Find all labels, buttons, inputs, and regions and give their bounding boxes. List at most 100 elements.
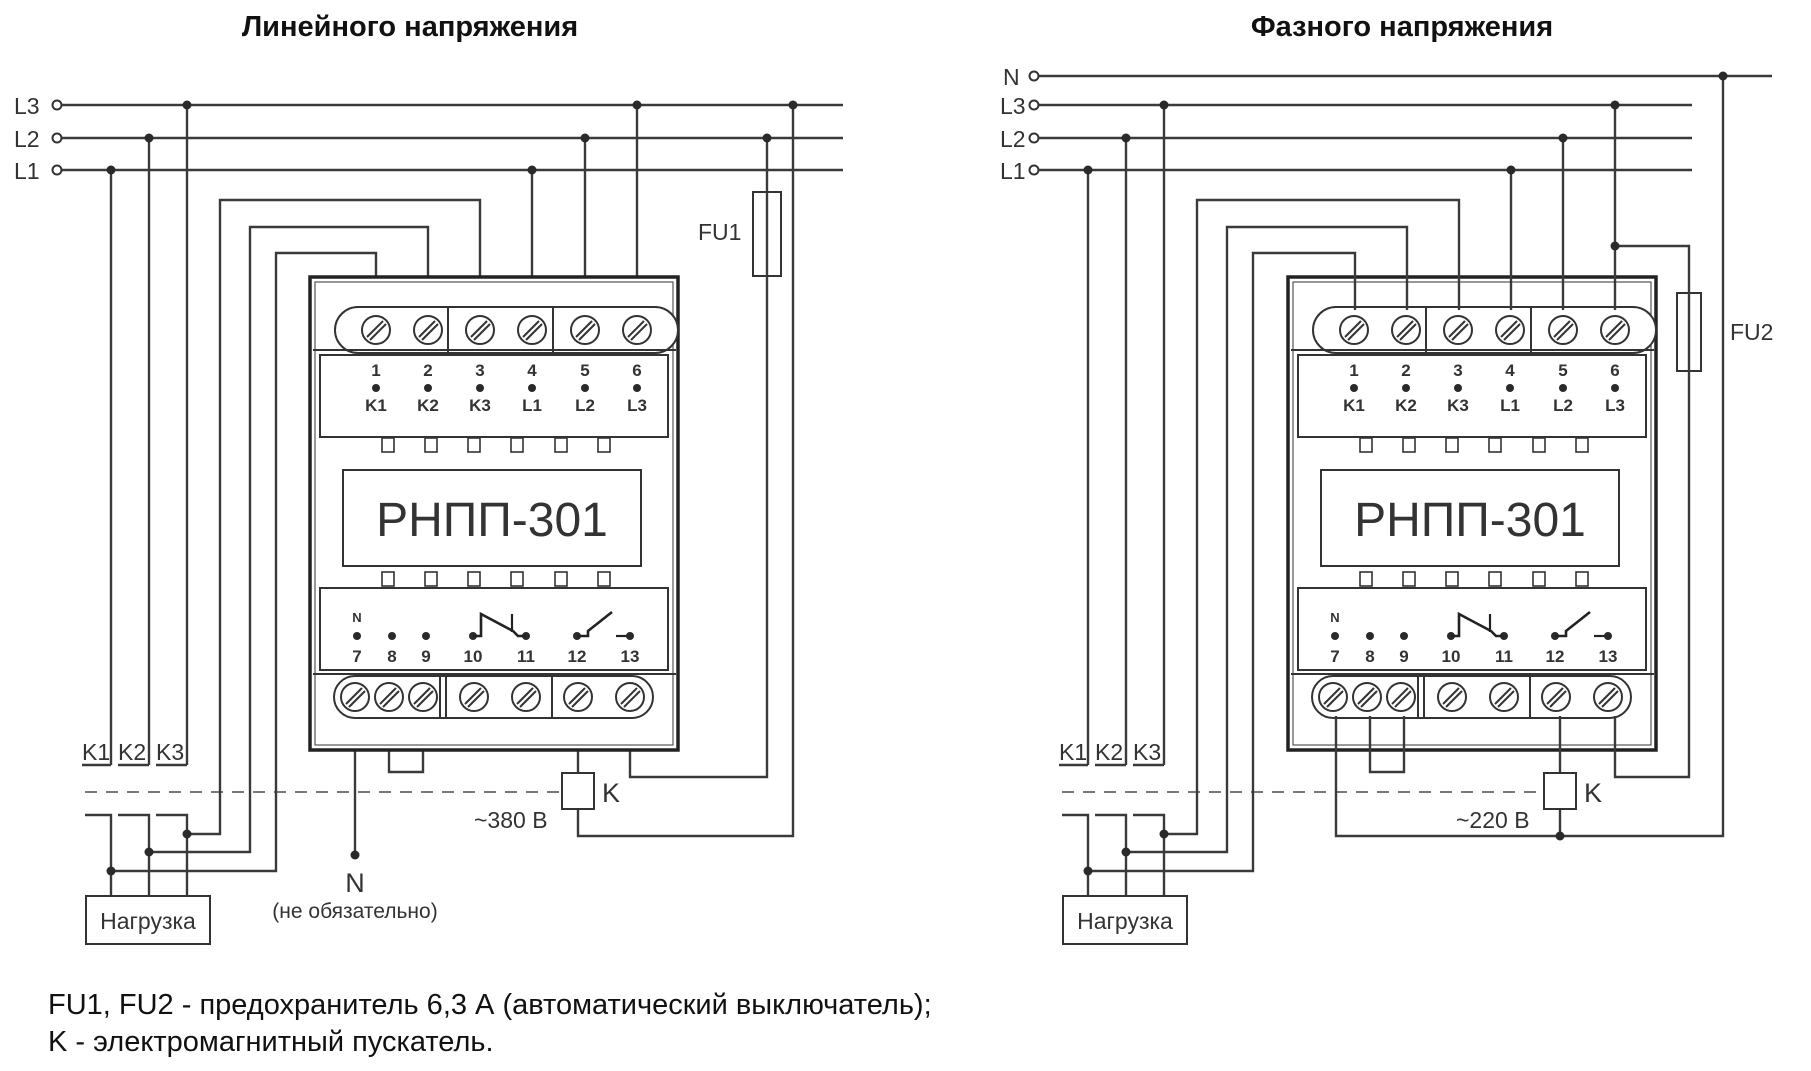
coil-voltage: ~220 В xyxy=(1456,807,1530,833)
terminal-screw-icon[interactable] xyxy=(511,682,541,712)
junction-node xyxy=(144,133,154,143)
terminal-screw-icon[interactable] xyxy=(1318,682,1348,712)
device-name: РНПП-301 xyxy=(1354,494,1586,547)
coil-k xyxy=(561,772,595,810)
bus-terminal-l2 xyxy=(1028,132,1040,144)
bus-terminal-l3 xyxy=(1028,99,1040,111)
terminal-dot xyxy=(581,384,589,392)
neutral-label: N xyxy=(345,868,365,898)
latch-tab xyxy=(1359,437,1373,453)
bus-terminal-l1 xyxy=(1028,164,1040,176)
terminal-screw-icon[interactable] xyxy=(465,315,495,345)
terminal-screw-icon[interactable] xyxy=(1352,682,1382,712)
terminal-dot xyxy=(422,632,430,640)
terminal-dot xyxy=(1611,384,1619,392)
terminal-label: L3 xyxy=(1605,396,1625,415)
terminal-screw-icon[interactable] xyxy=(340,682,370,712)
terminal-number: 6 xyxy=(1610,361,1619,380)
load-label: Нагрузка xyxy=(1077,908,1173,934)
terminal-number: 1 xyxy=(371,361,380,380)
terminal-screw-icon[interactable] xyxy=(1391,315,1421,345)
terminal-screw-icon[interactable] xyxy=(1541,682,1571,712)
terminal-screw-icon[interactable] xyxy=(1339,315,1369,345)
terminal-screw-icon[interactable] xyxy=(1593,682,1623,712)
terminal-screw-icon[interactable] xyxy=(1443,315,1473,345)
wire-neutral xyxy=(1334,76,1725,838)
terminal-label: L3 xyxy=(627,396,647,415)
coil-label: K xyxy=(602,778,620,808)
note-fuse: FU1, FU2 - предохранитель 6,3 А (автомат… xyxy=(48,989,932,1021)
latch-tab xyxy=(1488,437,1502,453)
latch-tab xyxy=(510,571,524,587)
terminal-screw-icon[interactable] xyxy=(1600,315,1630,345)
terminal-dot xyxy=(1559,384,1567,392)
terminal-dot xyxy=(1366,632,1374,640)
latch-tab xyxy=(1575,437,1589,453)
terminal-screw-icon[interactable] xyxy=(517,315,547,345)
terminal-number: 12 xyxy=(568,647,587,666)
latch-tab xyxy=(1575,571,1589,587)
note-contactor: K - электромагнитный пускатель. xyxy=(48,1026,494,1058)
terminal-screw-icon[interactable] xyxy=(374,682,404,712)
terminal-screw-icon[interactable] xyxy=(622,315,652,345)
terminal-screw-icon[interactable] xyxy=(459,682,489,712)
contact-label-k1: K1 xyxy=(1059,739,1087,765)
contact-output xyxy=(156,813,189,896)
junction-node xyxy=(788,100,798,110)
coil-k xyxy=(1543,772,1577,810)
latch-tab xyxy=(1445,437,1459,453)
terminal-dot xyxy=(476,384,484,392)
terminal-screw-icon[interactable] xyxy=(563,682,593,712)
terminal-number: 3 xyxy=(475,361,484,380)
terminal-label: N xyxy=(352,610,361,625)
latch-tab xyxy=(1359,571,1373,587)
latch-tab xyxy=(381,437,395,453)
terminal-screw-icon[interactable] xyxy=(570,315,600,345)
bus-label-l3: L3 xyxy=(14,93,40,119)
load-box xyxy=(85,895,211,945)
coil-label: K xyxy=(1584,778,1602,808)
terminal-screw-icon[interactable] xyxy=(1386,682,1416,712)
fuse-label: FU1 xyxy=(698,219,741,245)
wire-k1-loop xyxy=(111,251,378,873)
terminal-screw-icon[interactable] xyxy=(413,315,443,345)
contact-label-k3: K3 xyxy=(1133,739,1161,765)
terminal-label: L2 xyxy=(1553,396,1573,415)
terminal-number: 9 xyxy=(1399,647,1408,666)
terminal-screw-icon[interactable] xyxy=(1489,682,1519,712)
terminal-label: L1 xyxy=(522,396,542,415)
junction-node xyxy=(350,850,360,860)
terminal-dot xyxy=(1331,632,1339,640)
junction-node xyxy=(580,133,590,143)
junction-node xyxy=(106,165,116,175)
terminal-screw-icon[interactable] xyxy=(615,682,645,712)
bus-terminal-l3 xyxy=(51,99,63,111)
contact-label-k3: K3 xyxy=(156,739,184,765)
junction-node xyxy=(1610,100,1620,110)
terminal-number: 5 xyxy=(1558,361,1567,380)
latch-tab xyxy=(1445,571,1459,587)
junction-node xyxy=(144,847,154,857)
terminal-screw-icon[interactable] xyxy=(361,315,391,345)
junction-node xyxy=(1159,829,1169,839)
latch-tab xyxy=(554,571,568,587)
terminal-number: 7 xyxy=(352,647,361,666)
terminal-dot xyxy=(1400,632,1408,640)
latch-tab xyxy=(467,571,481,587)
terminal-screw-icon[interactable] xyxy=(1437,682,1467,712)
junction-node xyxy=(182,100,192,110)
latch-tab xyxy=(1402,571,1416,587)
latch-tab xyxy=(424,437,438,453)
load-label: Нагрузка xyxy=(100,908,196,934)
bus-label-l2: L2 xyxy=(1000,126,1026,152)
terminal-screw-icon[interactable] xyxy=(408,682,438,712)
terminal-screw-icon[interactable] xyxy=(1495,315,1525,345)
terminal-number: 10 xyxy=(1442,647,1461,666)
terminal-dot xyxy=(1350,384,1358,392)
diagram-phase: N L3 L2 L1 K1 K2 K3 xyxy=(1000,64,1773,945)
terminal-screw-icon[interactable] xyxy=(1548,315,1578,345)
load-box xyxy=(1062,895,1188,945)
